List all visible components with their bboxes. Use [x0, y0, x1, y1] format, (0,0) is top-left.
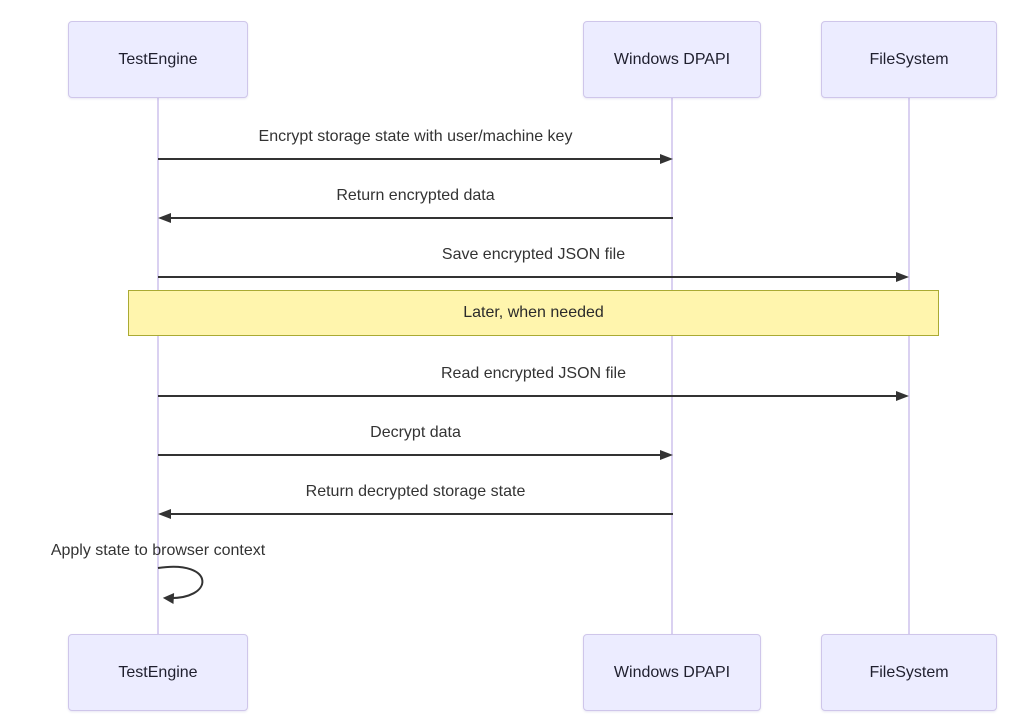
message-label-return-encrypted: Return encrypted data [336, 187, 495, 204]
lifeline-filesystem [908, 98, 910, 634]
message-label-read-json: Read encrypted JSON file [441, 365, 626, 382]
arrowhead-right-icon [660, 154, 673, 164]
message-label-encrypt: Encrypt storage state with user/machine … [258, 128, 573, 145]
actor-label: TestEngine [118, 663, 198, 681]
lifeline-windows-dpapi [671, 98, 673, 634]
arrowhead-right-icon [896, 272, 909, 282]
lifeline-testengine [157, 98, 159, 634]
actor-filesystem-bottom: FileSystem [821, 634, 997, 711]
actor-windows-dpapi-top: Windows DPAPI [583, 21, 761, 98]
message-arrow-return-encrypted [171, 217, 673, 219]
arrowhead-right-icon [660, 450, 673, 460]
arrowhead-right-icon [896, 391, 909, 401]
actor-label: FileSystem [869, 663, 949, 681]
actor-testengine-top: TestEngine [68, 21, 248, 98]
message-arrow-read-json [158, 395, 896, 397]
message-label-return-decrypted: Return decrypted storage state [305, 483, 526, 500]
actor-windows-dpapi-bottom: Windows DPAPI [583, 634, 761, 711]
message-arrow-save-json [158, 276, 896, 278]
message-label-decrypt: Decrypt data [370, 424, 461, 441]
message-arrow-encrypt [158, 158, 661, 160]
self-loop-arrow-icon [157, 565, 204, 605]
actor-label: Windows DPAPI [613, 50, 731, 68]
arrowhead-left-icon [158, 213, 171, 223]
arrowhead-left-icon [158, 509, 171, 519]
note-label: Later, when needed [463, 304, 604, 321]
actor-testengine-bottom: TestEngine [68, 634, 248, 711]
actor-filesystem-top: FileSystem [821, 21, 997, 98]
message-label-save-json: Save encrypted JSON file [441, 246, 626, 263]
actor-label: FileSystem [869, 50, 949, 68]
message-label-apply-state: Apply state to browser context [50, 542, 266, 559]
note-later-when-needed: Later, when needed [128, 290, 939, 336]
message-arrow-return-decrypted [171, 513, 673, 515]
actor-label: TestEngine [118, 50, 198, 68]
message-arrow-decrypt [158, 454, 661, 456]
actor-label: Windows DPAPI [613, 663, 731, 681]
